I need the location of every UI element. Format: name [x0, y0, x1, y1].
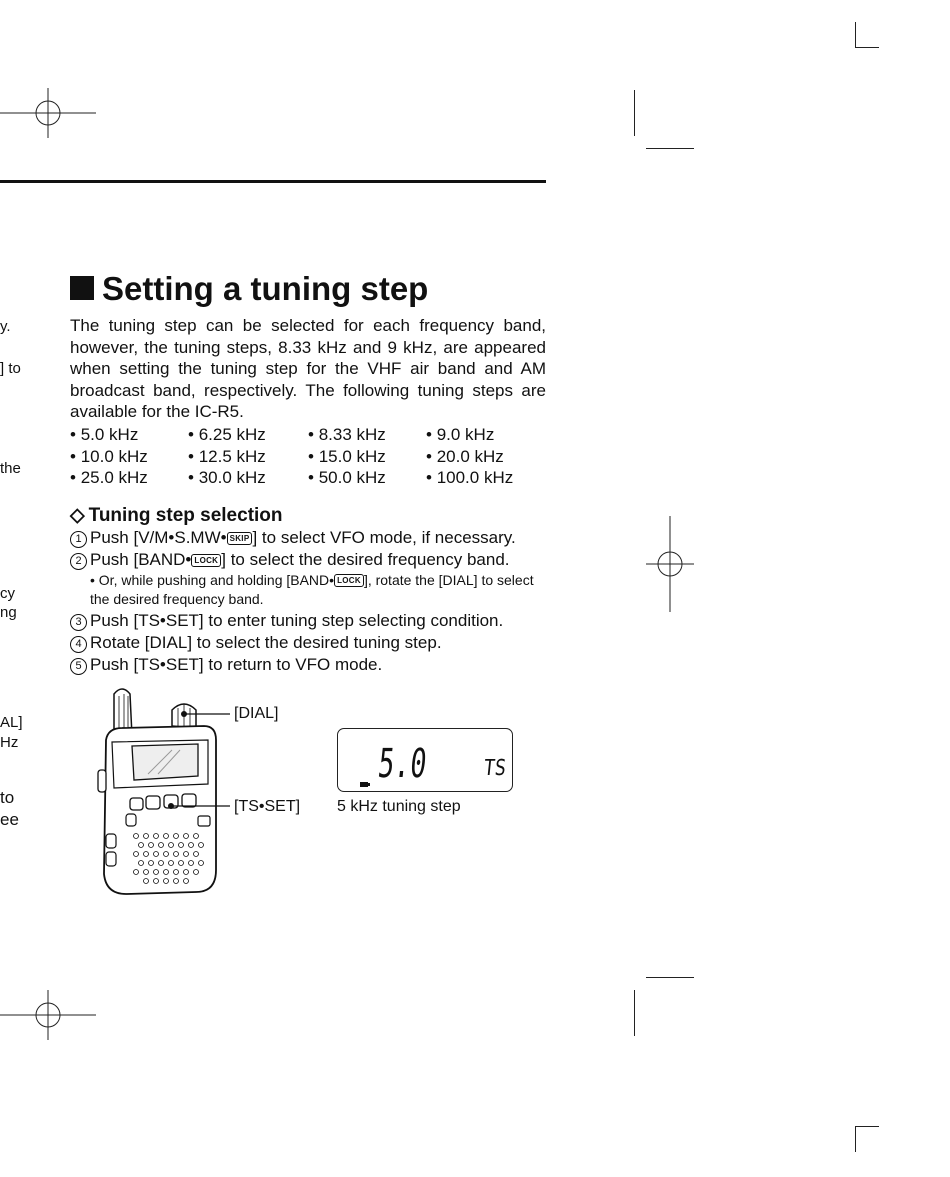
edge-fragment: y.: [0, 318, 11, 335]
list-item: 12.5 kHz: [188, 446, 308, 468]
radio-illustration: [97, 688, 230, 895]
subsection-title-text: Tuning step selection: [88, 505, 283, 526]
step-text: Push [TS•SET] to enter tuning step selec…: [90, 611, 504, 630]
diamond-bullet-icon: ◇: [70, 505, 85, 526]
registration-mark-top-left: [0, 88, 96, 138]
square-bullet-icon: [70, 276, 94, 300]
subsection-title: ◇Tuning step selection: [70, 504, 283, 528]
note-text: ], rotate the [DIAL] to select the desir…: [90, 572, 534, 607]
step-text: ] to select the desired frequency band.: [221, 550, 510, 569]
list-item: 15.0 kHz: [308, 446, 426, 468]
step-text: ] to select VFO mode, if necessary.: [252, 528, 516, 547]
list-item: 6.25 kHz: [188, 424, 308, 446]
edge-fragment: ] to: [0, 360, 21, 377]
registration-mark-right: [646, 516, 694, 612]
step-note: Or, while pushing and holding [BAND•LOCK…: [90, 571, 550, 609]
lcd-caption: 5 kHz tuning step: [337, 798, 461, 815]
step-number: 4: [70, 636, 87, 653]
battery-icon: [360, 782, 370, 787]
section-title-text: Setting a tuning step: [102, 270, 429, 307]
edge-fragment: Hz: [0, 734, 19, 751]
ts-set-label: [TS•SET]: [234, 798, 301, 815]
edge-fragment: AL]: [0, 714, 23, 731]
edge-fragment: ee: [0, 810, 19, 829]
edge-fragment: ng: [0, 604, 17, 621]
step-text: Push [V/M•S.MW•: [90, 528, 227, 547]
list-item: 20.0 kHz: [426, 446, 550, 468]
lock-key-icon: LOCK: [191, 554, 222, 567]
step-number: 5: [70, 658, 87, 675]
list-item: 5.0 kHz: [70, 424, 188, 446]
tuning-steps-list: 5.0 kHz 6.25 kHz 8.33 kHz 9.0 kHz 10.0 k…: [70, 424, 550, 489]
edge-fragment: the: [0, 460, 21, 477]
lock-key-icon: LOCK: [334, 574, 364, 587]
list-item: 100.0 kHz: [426, 467, 550, 489]
section-title: Setting a tuning step: [70, 268, 428, 310]
step-number: 2: [70, 553, 87, 570]
section-top-rule: [0, 180, 546, 183]
lcd-frequency-value: 5.0: [376, 741, 429, 787]
registration-mark-bottom-left: [0, 990, 96, 1040]
edge-fragment: cy: [0, 585, 15, 602]
lcd-display: 5.0 TS: [337, 728, 513, 792]
dial-label: [DIAL]: [234, 705, 279, 722]
intro-paragraph: The tuning step can be selected for each…: [70, 316, 546, 422]
step-number: 3: [70, 614, 87, 631]
list-item: 50.0 kHz: [308, 467, 426, 489]
list-item: 9.0 kHz: [426, 424, 550, 446]
step-number: 1: [70, 531, 87, 548]
step-text: Push [BAND•: [90, 550, 192, 569]
list-item: 10.0 kHz: [70, 446, 188, 468]
lcd-segments: 5.0 TS: [360, 741, 508, 787]
note-text: Or, while pushing and holding [BAND•: [90, 572, 334, 588]
list-item: 30.0 kHz: [188, 467, 308, 489]
step-text: Rotate [DIAL] to select the desired tuni…: [90, 633, 442, 652]
step-text: Push [TS•SET] to return to VFO mode.: [90, 655, 383, 674]
list-item: 25.0 kHz: [70, 467, 188, 489]
edge-fragment: to: [0, 788, 15, 807]
lcd-ts-indicator: TS: [483, 756, 508, 781]
skip-key-icon: SKIP: [226, 532, 253, 545]
list-item: 8.33 kHz: [308, 424, 426, 446]
